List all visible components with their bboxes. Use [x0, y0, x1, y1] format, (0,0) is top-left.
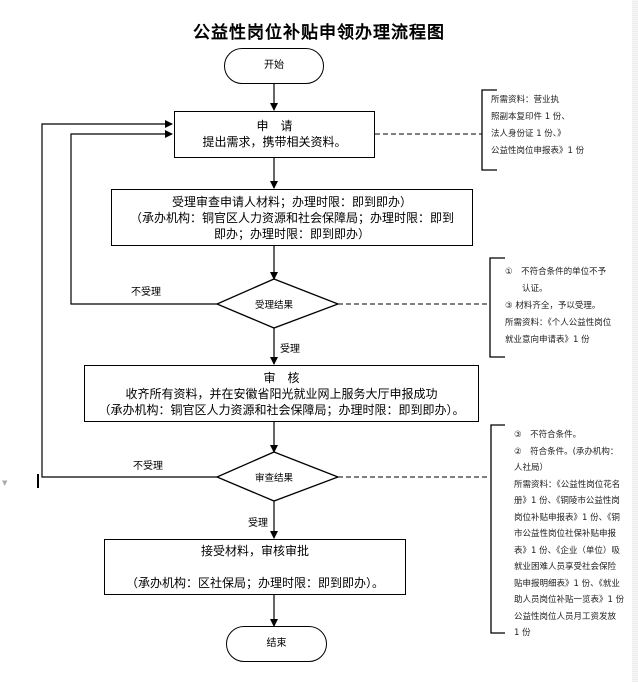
decision1-diamond: [215, 278, 340, 329]
decision2-accept-label: 受理: [248, 518, 268, 529]
audit-title: 审 核: [263, 371, 300, 385]
audit-line-2: （承办机构：铜官区人力资源和社会保障局；办理时限：即到即办）。: [98, 403, 465, 417]
decision2-label: 审查结果: [254, 473, 293, 484]
decision1-label: 受理结果: [254, 300, 293, 311]
bracket-decision2-note: [490, 424, 505, 634]
apply-body: 提出需求，携带相关资料。: [202, 135, 347, 149]
note-line: ③ 材料齐全，予以受理。: [505, 301, 601, 311]
note-line: 岗位补贴申报表》1 份、《铜: [514, 512, 620, 523]
bracket-decision1-note: [489, 257, 505, 358]
note-line: 市公益性岗位社保补贴申报: [514, 529, 617, 539]
bracket-apply-note: [481, 89, 497, 171]
apply-node: 申 请 提出需求，携带相关资料。: [174, 111, 375, 158]
end-node: 结束: [226, 626, 327, 662]
review-line-1: 受理审查申请人材料；办理时限：即到即办）: [171, 195, 412, 209]
note-line: 法人身份证 1 份、》: [491, 129, 566, 139]
arrow-decision1-reject-loop: [70, 130, 217, 305]
note-line: 人社局）: [514, 463, 549, 473]
decision1-reject-label: 不受理: [131, 287, 161, 298]
approve-line-1: 接受材料，审核审批: [200, 544, 309, 558]
note-line: 表》1 份、《企业（单位）吸: [514, 545, 620, 556]
note-line: 照副本复印件 1 份、: [491, 112, 570, 122]
note-line: 助人员岗位补贴一览表》1 份: [514, 595, 625, 605]
accept-review-node: 受理审查申请人材料；办理时限：即到即办） （承办机构：铜官区人力资源和社会保障局…: [111, 189, 473, 246]
review-line-2: （承办机构：铜官区人力资源和社会保障局；办理时限：即到: [129, 211, 454, 225]
note-line: 公益性岗位申报表》1 份: [491, 146, 585, 156]
apply-note: 所需资料：营业执 照副本复印件 1 份、 法人身份证 1 份、》 公益性岗位申报…: [491, 92, 631, 160]
note-line: 所需资料：营业执: [491, 95, 560, 105]
start-node: 开始: [224, 48, 324, 84]
decision2-diamond: [215, 451, 340, 502]
note-line: ① 不符合条件的单位不予: [505, 267, 607, 277]
note-line: 就业意向申请表》1 份: [505, 335, 590, 345]
note-line: 就业困难人员享受社会保险: [514, 562, 617, 572]
page-title: 公益性岗位补贴申领办理流程图: [193, 23, 445, 43]
vertical-scrollbar[interactable]: [632, 0, 638, 682]
arrow-decision2-reject-loop: [41, 120, 217, 478]
audit-line-1: 收齐所有资料，并在安徽省阳光就业网上服务大厅申报成功: [125, 387, 438, 401]
note-line: 所需资料：《公益性岗位花名: [514, 479, 621, 490]
approve-line-2: （承办机构：区社保局；办理时限：即到即办）。: [125, 576, 384, 590]
decision2-note: ③ 不符合条件。 ② 符合条件。(承办机构： 人社局） 所需资料：《公益性岗位花…: [514, 427, 632, 642]
note-line: 所需资料：《个人公益性岗位: [505, 318, 612, 328]
note-line: ③ 不符合条件。: [514, 430, 582, 440]
review-line-3: 即办；办理时限：即到即办）: [213, 227, 370, 241]
end-label: 结束: [266, 638, 287, 649]
apply-title: 申 请: [256, 119, 293, 133]
audit-node: 审 核 收齐所有资料，并在安徽省阳光就业网上服务大厅申报成功 （承办机构：铜官区…: [84, 365, 479, 422]
collapse-marker-icon: ▼: [2, 479, 8, 487]
decision2-reject-label: 不受理: [133, 461, 163, 472]
note-line: 册》1 份、《铜陵市公益性岗: [514, 496, 620, 506]
note-line: 1 份: [514, 628, 531, 638]
note-line: 公益性岗位人员月工资发放: [514, 611, 617, 622]
decision1-accept-label: 受理: [280, 344, 300, 355]
decision1-note: ① 不符合条件的单位不予 认证。 ③ 材料齐全，予以受理。 所需资料：《个人公益…: [505, 264, 632, 349]
note-line: 认证。: [505, 284, 548, 294]
approve-node: 接受材料，审核审批 （承办机构：区社保局；办理时限：即到即办）。: [104, 539, 406, 595]
start-label: 开始: [264, 60, 284, 71]
note-line: 贴申报明细表》1 份、《就业: [514, 578, 620, 589]
note-line: ② 符合条件。(承办机构：: [514, 446, 619, 457]
